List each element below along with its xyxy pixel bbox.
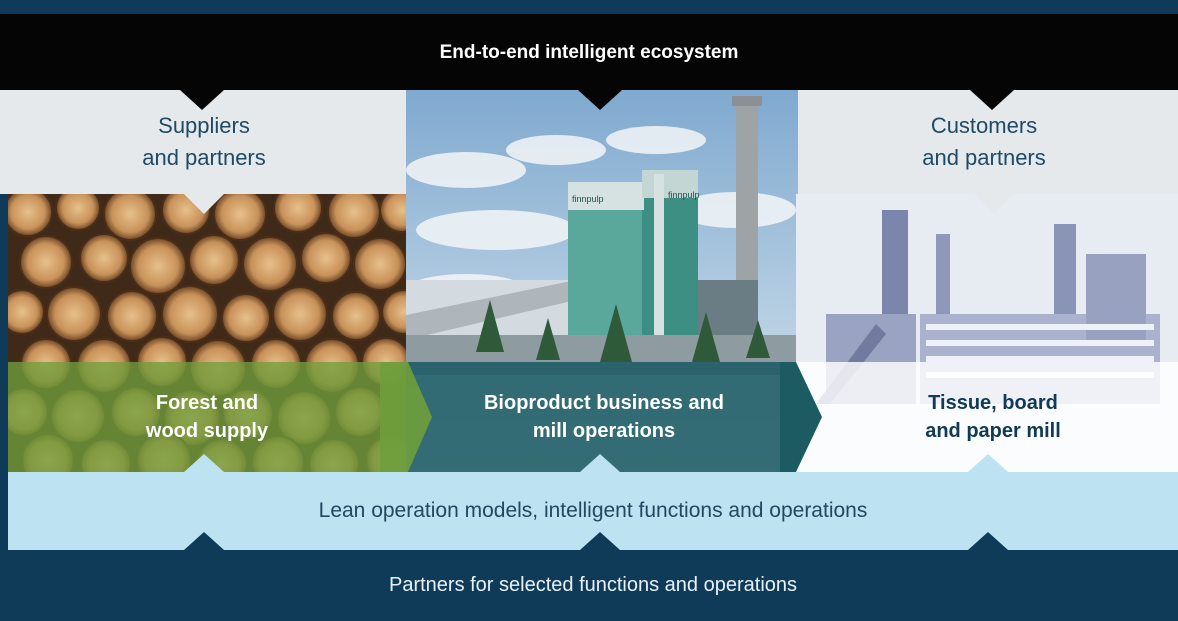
tissue-label-line1: Tissue, board xyxy=(928,392,1058,414)
paper-mill-image xyxy=(796,194,1178,472)
bioproduct-arrow-icon xyxy=(780,362,822,472)
lean-operations-text: Lean operation models, intelligent funct… xyxy=(318,499,868,522)
chevron-down-icon xyxy=(184,194,224,214)
suppliers-label-line2: and partners xyxy=(142,145,266,170)
mill-sign-right: finnpulp xyxy=(668,190,700,200)
partners-band: Partners for selected functions and oper… xyxy=(8,550,1178,621)
tissue-segment: Tissue, board and paper mill xyxy=(808,362,1178,472)
chevron-up-icon xyxy=(184,454,224,472)
chevron-up-icon xyxy=(968,532,1008,550)
forest-segment: Forest and wood supply xyxy=(8,362,406,472)
chevron-down-icon xyxy=(578,90,622,110)
suppliers-label-line1: Suppliers xyxy=(158,113,250,139)
chevron-down-icon xyxy=(180,90,224,110)
customers-label-line2: and partners xyxy=(922,145,1046,170)
chevron-up-icon xyxy=(580,532,620,550)
mill-sign-left: finnpulp xyxy=(572,194,604,204)
bioproduct-segment: Bioproduct business and mill operations xyxy=(418,362,790,472)
partners-text: Partners for selected functions and oper… xyxy=(388,574,798,596)
chevron-down-icon xyxy=(970,90,1014,110)
chevron-up-icon xyxy=(580,454,620,472)
bioproduct-label-line1: Bioproduct business and xyxy=(483,392,725,414)
tissue-label-line2: and paper mill xyxy=(925,420,1061,442)
forest-arrow-icon xyxy=(380,362,432,472)
forest-label-line2: wood supply xyxy=(145,420,269,442)
ecosystem-header: End-to-end intelligent ecosystem xyxy=(0,14,1178,90)
chevron-up-icon xyxy=(184,532,224,550)
chevron-down-icon xyxy=(974,194,1014,214)
customers-label-line1: Customers xyxy=(930,113,1038,139)
ecosystem-title: End-to-end intelligent ecosystem xyxy=(439,42,739,63)
mill-image: finnpulp finnpulp xyxy=(406,90,798,472)
chevron-up-icon xyxy=(968,454,1008,472)
bioproduct-label-line2: mill operations xyxy=(532,420,676,442)
mill-illustration: finnpulp finnpulp xyxy=(406,90,798,472)
forest-label-line1: Forest and xyxy=(155,392,259,414)
paper-mill-illustration xyxy=(796,194,1178,472)
